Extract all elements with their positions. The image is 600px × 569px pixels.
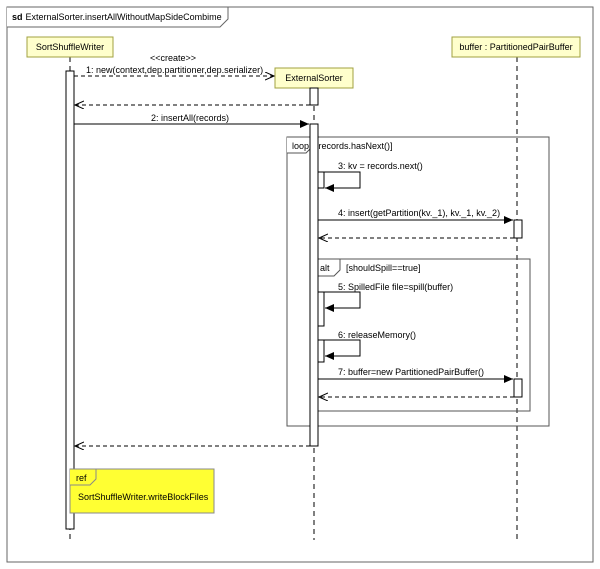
loop-fragment: loop [records.hasNext()]: [286, 136, 550, 427]
message-1-label: 1: new(context,dep.partitioner,dep.seria…: [86, 65, 263, 75]
activation-sorter-next: [317, 171, 325, 189]
alt-fragment: alt [shouldSpill==true]: [313, 258, 531, 412]
message-6-label: 6: releaseMemory(): [338, 330, 416, 340]
ref-fragment: ref SortShuffleWriter.writeBlockFiles: [69, 468, 215, 514]
message-create-stereotype: <<create>>: [150, 53, 196, 63]
participant-buffer: buffer : PartitionedPairBuffer: [451, 36, 581, 58]
participant-sorter-label: ExternalSorter: [285, 73, 343, 83]
message-2-label: 2: insertAll(records): [151, 113, 229, 123]
frame-title-tab: [7, 6, 229, 28]
activation-sorter-insertall: [309, 123, 319, 447]
message-4-label: 4: insert(getPartition(kv._1), kv._1, kv…: [338, 208, 500, 218]
participant-sorter: ExternalSorter: [274, 67, 354, 89]
ref-text: SortShuffleWriter.writeBlockFiles: [78, 492, 209, 502]
message-3-arrow: [318, 171, 361, 192]
message-5-arrow: [318, 291, 361, 312]
message-5-label: 5: SpilledFile file=spill(buffer): [338, 282, 453, 292]
message-6-arrow: [318, 339, 361, 360]
activation-sorter-create: [309, 87, 319, 106]
frame-title-text: ExternalSorter.insertAllWithoutMapSideCo…: [26, 12, 222, 22]
participant-buffer-label: buffer : PartitionedPairBuffer: [459, 42, 572, 52]
ref-operator: ref: [76, 473, 87, 483]
diagram-frame: [6, 6, 594, 563]
loop-operator: loop: [292, 141, 309, 151]
participant-writer-label: SortShuffleWriter: [36, 42, 104, 52]
alt-operator: alt: [320, 263, 330, 273]
participant-writer: SortShuffleWriter: [26, 36, 114, 58]
activation-buffer-insert: [513, 219, 523, 239]
loop-guard: [records.hasNext()]: [316, 141, 393, 151]
activation-writer: [65, 70, 75, 530]
activation-sorter-release: [317, 339, 325, 363]
message-3-label: 3: kv = records.next(): [338, 161, 423, 171]
message-7-label: 7: buffer=new PartitionedPairBuffer(): [338, 367, 484, 377]
frame-keyword: sd: [12, 12, 23, 22]
alt-guard: [shouldSpill==true]: [346, 263, 421, 273]
activation-sorter-spill: [317, 291, 325, 327]
activation-buffer-new: [513, 378, 523, 398]
